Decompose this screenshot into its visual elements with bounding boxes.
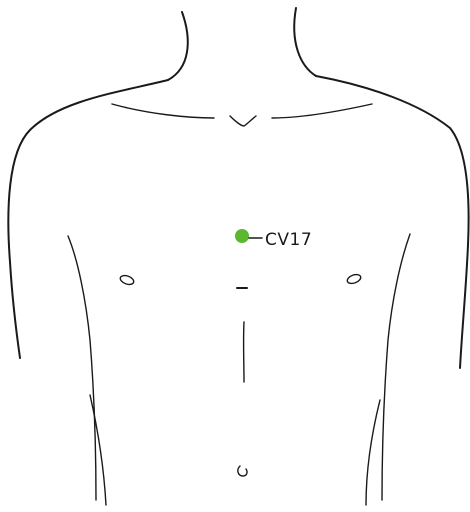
right-nipple: [346, 273, 362, 285]
left-arm-inner-line: [90, 395, 106, 505]
navel: [238, 466, 247, 476]
right-clavicle: [272, 104, 372, 118]
right-shoulder-outline: [316, 76, 469, 368]
right-arm-inner-line: [366, 400, 380, 505]
neck-right-outline: [294, 8, 316, 76]
acupoint-marker: [235, 229, 249, 243]
neck-left-outline: [168, 12, 188, 80]
left-nipple: [119, 274, 135, 286]
left-shoulder-outline: [8, 80, 168, 358]
left-armpit-line: [68, 236, 96, 500]
right-armpit-line: [382, 234, 410, 500]
acupoint-label: CV17: [265, 230, 312, 250]
suprasternal-notch: [230, 116, 256, 126]
left-clavicle: [112, 104, 214, 118]
